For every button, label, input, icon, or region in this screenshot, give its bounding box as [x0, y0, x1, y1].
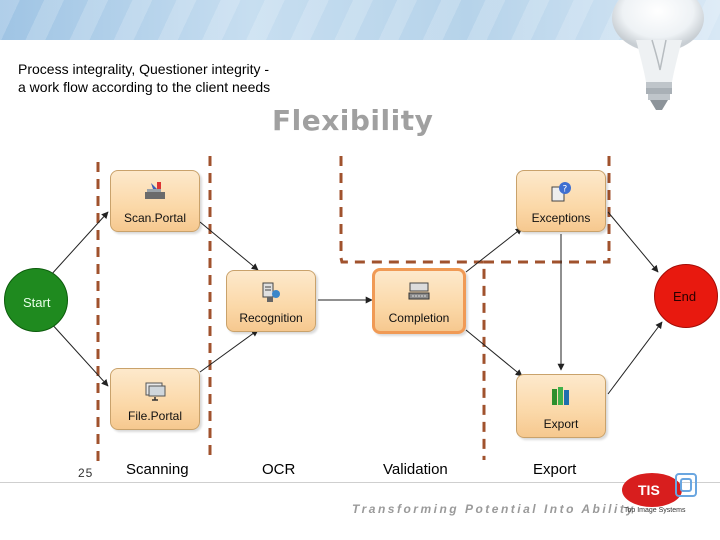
- completion-node[interactable]: Completion: [372, 268, 466, 334]
- svg-text:?: ?: [563, 185, 568, 195]
- arrow-scanportal-recognition: [199, 221, 259, 271]
- subtitle-line-1: Process integrality, Questioner integrit…: [18, 61, 270, 77]
- arrow-start-scanportal: [49, 211, 109, 277]
- file-folder-icon: [145, 382, 166, 401]
- arrow-completion-export: [465, 329, 523, 377]
- subtitle-line-2: a work flow according to the client need…: [18, 79, 271, 95]
- lightbulb-icon: [612, 0, 704, 110]
- slide-heading: Flexibility: [272, 104, 434, 137]
- tis-logo: TIS: [622, 473, 697, 507]
- footer-tagline: Transforming Potential Into Ability: [352, 502, 636, 516]
- arrow-completion-exceptions: [465, 227, 523, 273]
- completion-label: Completion: [388, 311, 450, 325]
- stage-label-export: Export: [533, 461, 577, 478]
- scan-portal-label: Scan.Portal: [123, 211, 187, 225]
- export-node[interactable]: Export: [516, 374, 606, 438]
- file-portal-node[interactable]: File.Portal: [110, 368, 200, 430]
- export-label: Export: [543, 417, 579, 431]
- arrow-exceptions-end: [607, 211, 659, 273]
- exceptions-label: Exceptions: [531, 211, 591, 225]
- question-document-icon: ?: [551, 182, 571, 202]
- header-band: [0, 0, 720, 40]
- slide-subtitle: Process integrality, Questioner integrit…: [18, 60, 358, 96]
- end-node[interactable]: End: [654, 264, 718, 328]
- start-node[interactable]: Start: [4, 268, 68, 332]
- recognition-node[interactable]: Recognition: [226, 270, 316, 332]
- arrow-fileportal-recognition: [199, 329, 259, 373]
- stage-divider-4: [339, 257, 486, 460]
- keyboard-icon: [408, 282, 430, 300]
- footer-divider: [0, 482, 720, 483]
- stage-divider-5: [484, 156, 611, 264]
- logo-subtext: Top Image Systems: [624, 507, 686, 514]
- stage-label-scanning: Scanning: [126, 461, 189, 478]
- file-portal-label: File.Portal: [127, 409, 183, 423]
- scan-portal-node[interactable]: Scan.Portal: [110, 170, 200, 232]
- arrow-start-fileportal: [49, 321, 109, 387]
- start-label: Start: [23, 295, 51, 310]
- arrow-export-end: [607, 321, 663, 395]
- exceptions-node[interactable]: ? Exceptions: [516, 170, 606, 232]
- books-icon: [552, 387, 569, 405]
- end-label: End: [673, 289, 697, 304]
- svg-text:TIS: TIS: [638, 482, 660, 498]
- recognition-icon: [262, 282, 280, 302]
- scanner-icon: [145, 182, 165, 199]
- recognition-label: Recognition: [239, 311, 303, 325]
- page-number: 25: [78, 466, 94, 480]
- stage-label-validation: Validation: [383, 461, 448, 478]
- stage-label-ocr: OCR: [262, 461, 296, 478]
